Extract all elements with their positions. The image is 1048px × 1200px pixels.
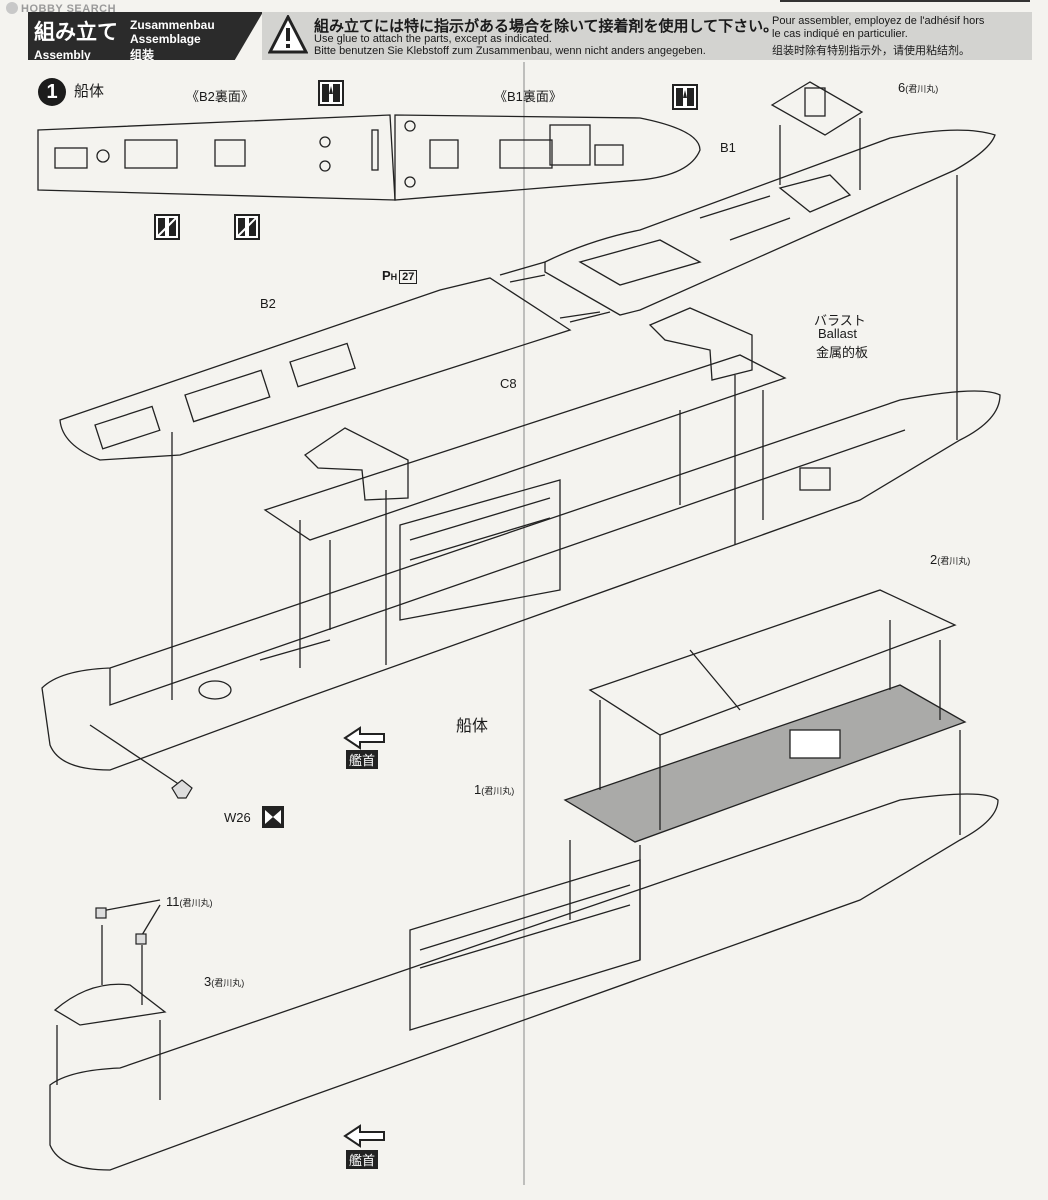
header-title-de: Zusammenbau bbox=[130, 18, 215, 32]
assembly-header: 組み立て Assembly Zusammenbau Assemblage 组装 bbox=[28, 12, 263, 60]
c8-part-outline bbox=[303, 427, 409, 501]
label-w26: W26 bbox=[224, 810, 251, 825]
watermark-logo-icon bbox=[6, 2, 18, 14]
header-title-en: Assembly bbox=[34, 48, 91, 62]
part-3-outline bbox=[53, 983, 167, 1026]
step-number: 1 bbox=[38, 78, 66, 106]
step-title: 船体 bbox=[74, 83, 105, 100]
no-glue-symbol-icon bbox=[154, 214, 180, 240]
label-ballast-en: Ballast bbox=[818, 326, 858, 341]
warning-text-en: Use glue to attach the parts, except as … bbox=[314, 33, 552, 45]
b1-deck-outline bbox=[544, 129, 996, 316]
warning-text-zh: 组装时除有特别指示外，请使用粘结剂。 bbox=[772, 45, 970, 57]
glue-warning-box: 組み立てには特に指示がある場合を除いて接着剤を使用して下さい。 Use glue… bbox=[262, 12, 1032, 60]
part-2-frame-outline bbox=[588, 589, 957, 736]
b2-deck-outline bbox=[59, 277, 572, 461]
warning-text-de: Bitte benutzen Sie Klebstoff zum Zusamme… bbox=[314, 45, 706, 57]
glue-symbol-icon bbox=[672, 84, 698, 110]
label-part-2: 2(君川丸) bbox=[930, 552, 971, 567]
deck-underside-outline bbox=[37, 114, 396, 201]
no-glue-symbol-icon bbox=[234, 214, 260, 240]
bow-arrow-lower bbox=[343, 1124, 385, 1148]
label-b2: B2 bbox=[260, 296, 276, 311]
label-bow-2: 艦首 bbox=[346, 1150, 379, 1169]
top-border-line bbox=[780, 0, 1030, 6]
header-title-jp: 組み立て bbox=[34, 21, 118, 44]
label-part-1: 1(君川丸) bbox=[474, 782, 515, 797]
label-part-6: 6(君川丸) bbox=[898, 80, 939, 95]
label-part-3: 3(君川丸) bbox=[204, 974, 245, 989]
header-title-fr: Assemblage bbox=[130, 32, 201, 46]
label-ballast-jp: バラスト bbox=[814, 313, 866, 328]
warning-triangle-icon bbox=[268, 15, 308, 54]
glue-symbol-icon bbox=[318, 80, 344, 106]
warning-text-fr-2: le cas indiqué en particulier. bbox=[772, 28, 908, 40]
label-c8: C8 bbox=[500, 376, 517, 391]
warning-text-jp: 組み立てには特に指示がある場合を除いて接着剤を使用して下さい。 bbox=[314, 18, 779, 35]
label-b2-back: 《B2裏面》 bbox=[186, 89, 254, 104]
label-hull: 船体 bbox=[456, 718, 489, 735]
label-ballast-zh: 金属的板 bbox=[816, 345, 869, 360]
hull-upper-outline bbox=[41, 390, 1001, 771]
label-b1-back: 《B1裏面》 bbox=[494, 89, 562, 104]
label-bow: 艦首 bbox=[346, 750, 379, 769]
header-title-zh: 组装 bbox=[130, 48, 155, 62]
hull-lower-outline bbox=[49, 793, 999, 1171]
w26-part-icon bbox=[262, 806, 284, 828]
label-part-11: 11(君川丸) bbox=[166, 894, 213, 909]
ballast-plate-outline bbox=[263, 354, 787, 541]
part-1-deck-outline bbox=[563, 684, 967, 843]
part-6-outline bbox=[770, 81, 864, 136]
bow-arrow-upper bbox=[343, 726, 385, 750]
warning-text-fr-1: Pour assembler, employez de l'adhésif ho… bbox=[772, 15, 985, 27]
label-b1: B1 bbox=[720, 140, 736, 155]
